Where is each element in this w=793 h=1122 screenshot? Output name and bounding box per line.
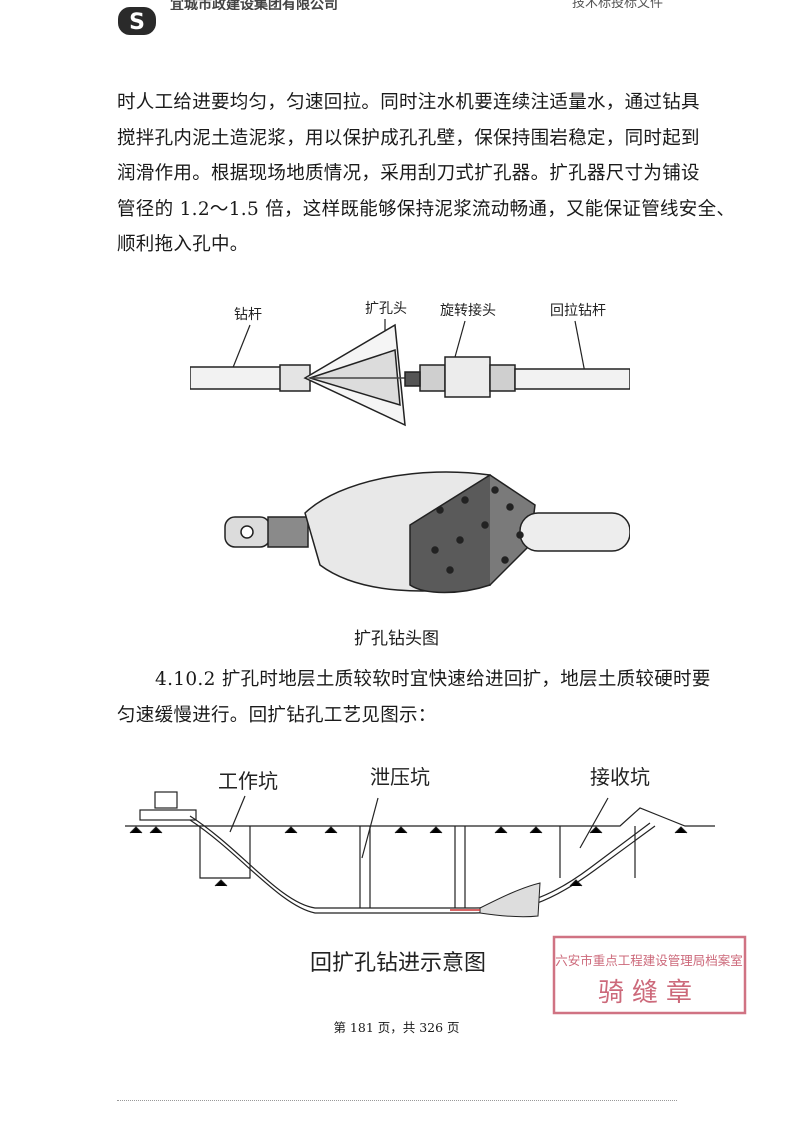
- text-line: 管径的 1.2～1.5 倍，这样既能够保持泥浆流动畅通，又能保证管线安全、: [117, 198, 736, 220]
- body-paragraph-1: 时人工给进要均匀，匀速回拉。同时注水机要连续注适量水，通过钻具 搅拌孔内泥土造泥…: [117, 85, 736, 263]
- reamer-exploded-drawing: [190, 323, 630, 427]
- diagram-lines: [125, 791, 715, 914]
- svg-text:S: S: [129, 10, 145, 35]
- label-pullback-rod: 回拉钻杆: [550, 303, 606, 319]
- footer-divider: [117, 1100, 677, 1102]
- figure-2-caption: 回扩孔钻进示意图: [310, 951, 486, 976]
- text-line: 顺利拖入孔中。: [117, 234, 249, 255]
- text-line: 时人工给进要均匀，匀速回拉。同时注水机要连续注适量水，通过钻具: [117, 92, 700, 113]
- text-line: 4.10.2 扩孔时地层土质较软时宜快速给进回扩，地层土质较硬时要: [155, 669, 711, 690]
- figure-1-caption: 扩孔钻头图: [354, 629, 439, 649]
- back-reaming-diagram: 工作坑 泄压坑 接收坑 回扩孔钻进示意图: [125, 765, 715, 976]
- company-logo-icon: S: [118, 7, 156, 35]
- body-paragraph-2: 4.10.2 扩孔时地层土质较软时宜快速给进回扩，地层土质较硬时要 匀速缓慢进行…: [117, 662, 711, 733]
- archive-seal-stamp: 六安市重点工程建设管理局档案室 骑缝章: [552, 935, 747, 1015]
- svg-text:骑缝章: 骑缝章: [598, 978, 700, 1008]
- reamer-teeth: [431, 486, 524, 574]
- header-company-name: 宜城市政建设集团有限公司: [170, 0, 338, 10]
- label-relief-pit: 泄压坑: [370, 765, 430, 789]
- text-line: 搅拌孔内泥土造泥浆，用以保护成孔孔壁，保保持围岩稳定，同时起到: [117, 127, 700, 149]
- page-number: 第 181 页，共 326 页: [333, 1020, 460, 1035]
- reamer-in-bore: [479, 882, 541, 918]
- label-work-pit: 工作坑: [218, 769, 278, 793]
- label-drill-rod: 钻杆: [234, 307, 262, 323]
- soil-hatch: [129, 826, 688, 887]
- text-line: 润滑作用。根据现场地质情况，采用刮刀式扩孔器。扩孔器尺寸为铺设: [117, 163, 700, 184]
- label-receiving-pit: 接收坑: [590, 765, 650, 789]
- label-swivel-joint: 旋转接头: [440, 302, 496, 319]
- svg-text:六安市重点工程建设管理局档案室: 六安市重点工程建设管理局档案室: [555, 953, 743, 968]
- label-reamer-head: 扩孔头: [365, 301, 407, 317]
- reamer-3d-drawing: [224, 471, 630, 594]
- reamer-head-figure: 钻杆 扩孔头 旋转接头 回拉钻杆: [190, 301, 630, 594]
- text-line: 匀速缓慢进行。回扩钻孔工艺见图示：: [117, 704, 437, 726]
- header-doc-type: 技术标投标文件: [572, 0, 664, 8]
